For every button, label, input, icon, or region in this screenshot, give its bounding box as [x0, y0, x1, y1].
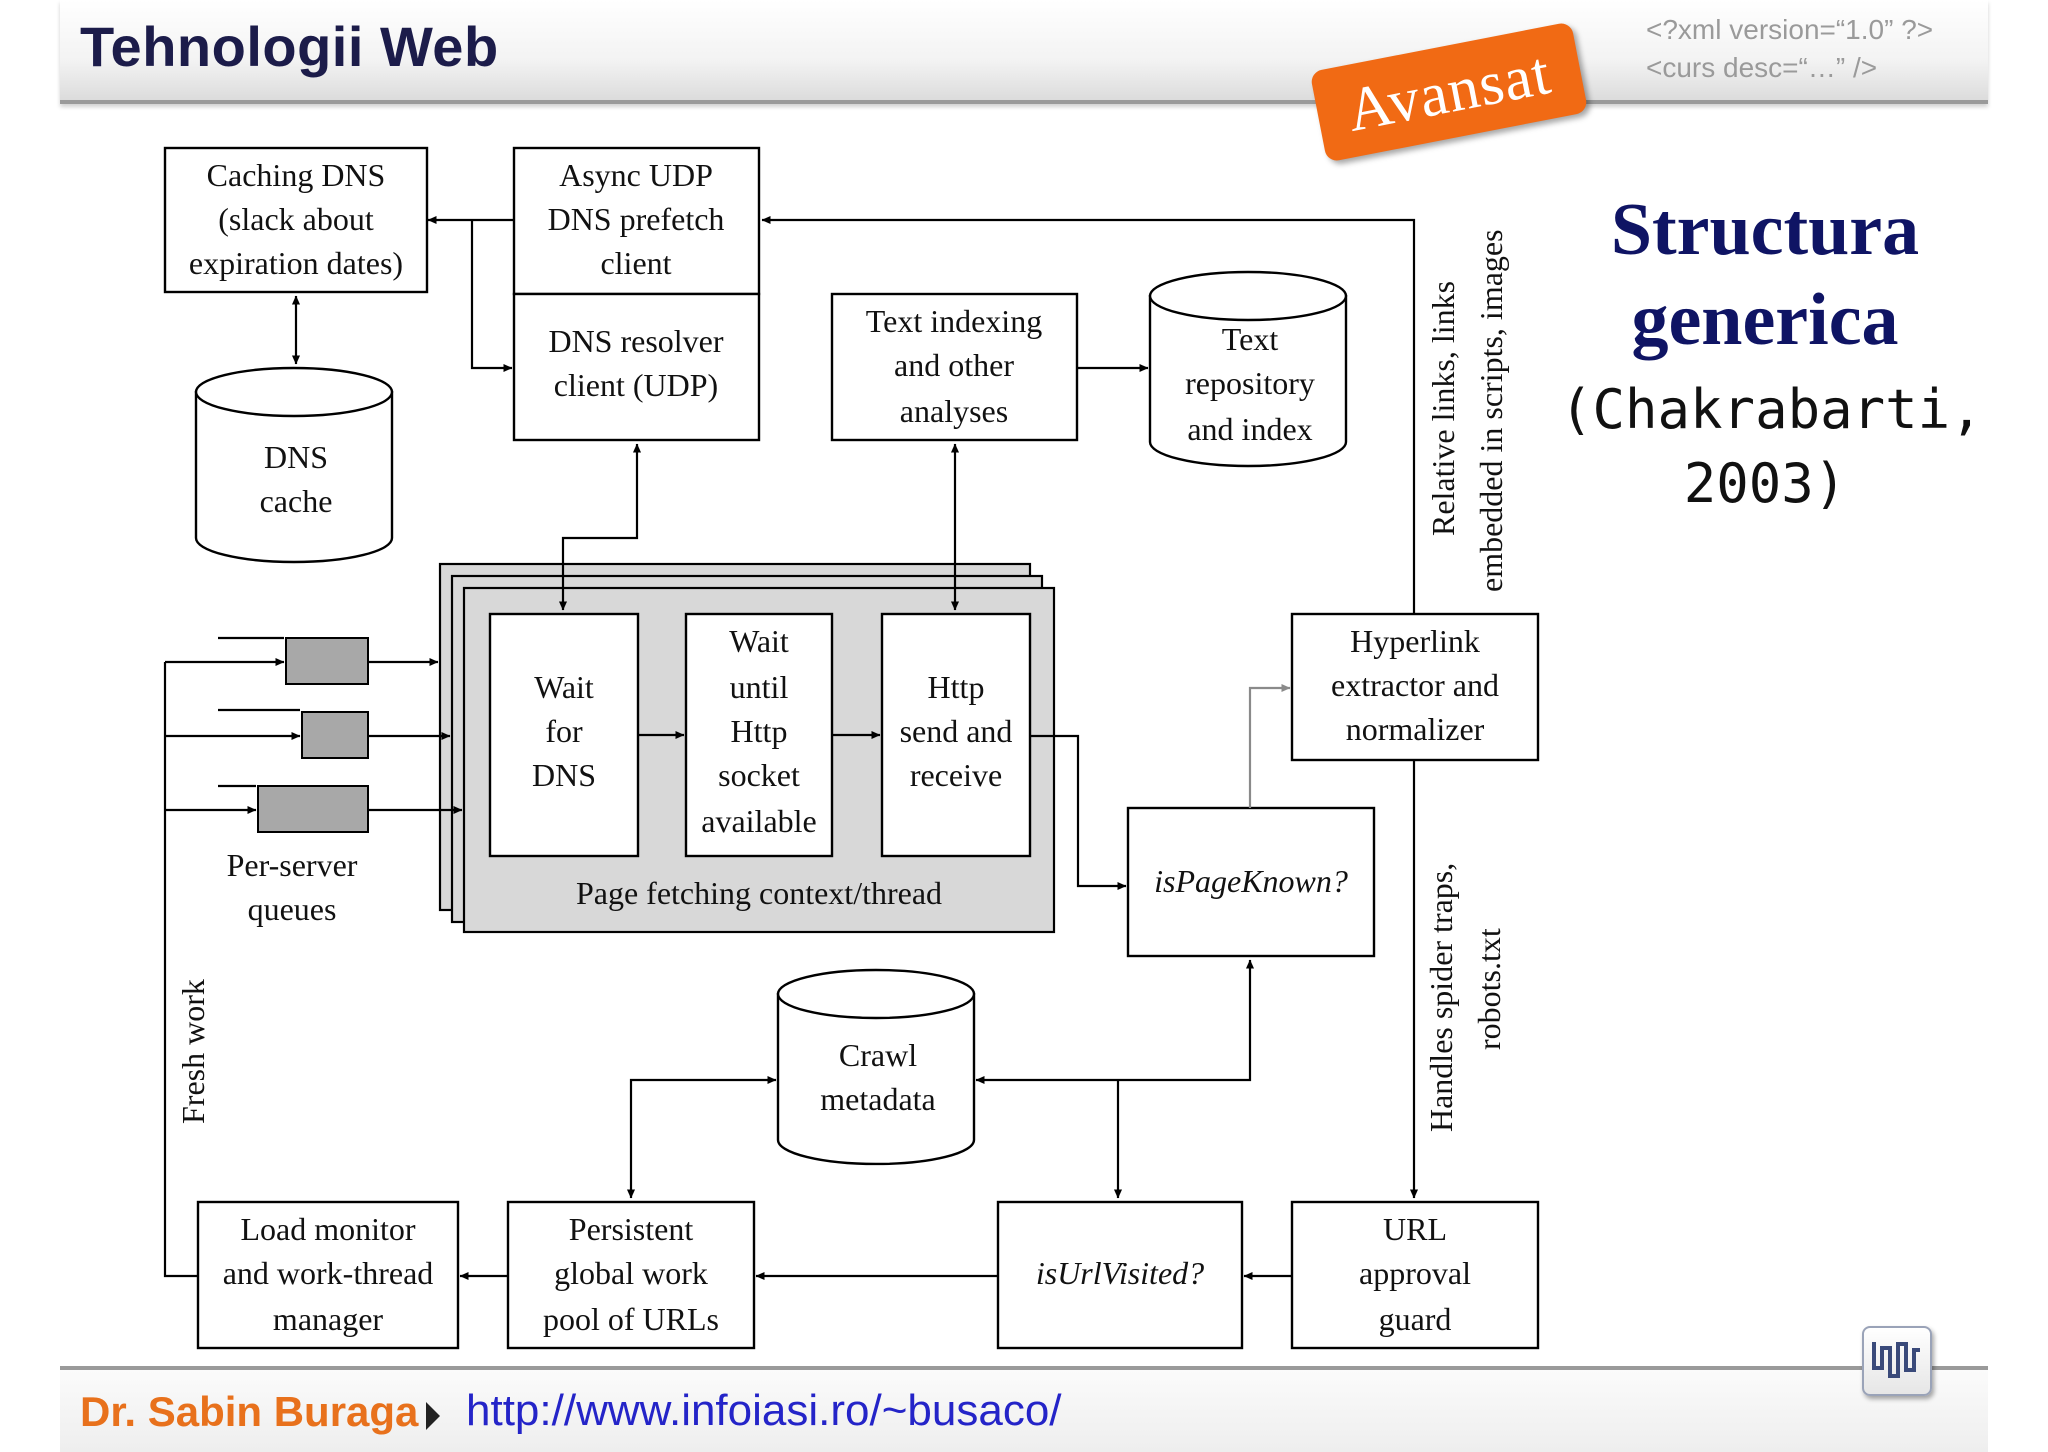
per-server-queues-line1: Per-server — [227, 847, 358, 883]
arrow-links-to-async — [761, 215, 1416, 614]
text-indexing-line3: analyses — [900, 393, 1008, 429]
text-repository-line2: repository — [1185, 365, 1315, 401]
async-udp-line1: Async UDP — [559, 157, 713, 193]
is-url-visited-box: isUrlVisited? — [996, 1200, 1244, 1350]
wait-dns-line1: Wait — [534, 669, 594, 705]
text-indexing-box: Text indexing and other analyses — [830, 292, 1079, 442]
wait-socket-line4: socket — [718, 757, 800, 793]
async-udp-line3: client — [600, 245, 671, 281]
url-guard-line2: approval — [1359, 1255, 1471, 1291]
connector-lines — [163, 215, 1419, 1281]
dns-resolver-line1: DNS resolver — [548, 323, 723, 359]
crawl-metadata-line1: Crawl — [839, 1037, 917, 1073]
hyperlink-extractor-box: Hyperlink extractor and normalizer — [1290, 612, 1540, 762]
fresh-work-line — [163, 662, 198, 1278]
citation-line1: (Chakrabarti, — [1560, 378, 1983, 441]
xml-declaration-line: <?xml version=“1.0” ?> — [1646, 14, 1934, 45]
url-guard-line3: guard — [1379, 1301, 1452, 1337]
url-approval-guard-box: URL approval guard — [1290, 1200, 1540, 1350]
caching-dns-line2: (slack about — [218, 201, 374, 237]
load-monitor-line1: Load monitor — [240, 1211, 415, 1247]
text-repository-cylinder: Text repository and index — [1148, 270, 1348, 468]
footer-arrow-icon — [426, 1402, 440, 1430]
http-send-box: Http send and receive — [880, 612, 1032, 858]
slide-title-line2: generica — [1631, 279, 1899, 361]
wait-socket-line3: Http — [731, 713, 788, 749]
dns-cache-cylinder: DNS cache — [194, 366, 394, 564]
header-bar — [60, 0, 1988, 104]
arrow-http-pageknown — [1030, 734, 1127, 891]
wait-socket-line1: Wait — [729, 623, 789, 659]
dns-resolver-box: DNS resolver client (UDP) — [512, 292, 761, 442]
dns-cache-line1: DNS — [264, 439, 328, 475]
text-indexing-line2: and other — [894, 347, 1014, 383]
w3-logo-glyph — [1872, 1342, 1920, 1378]
text-indexing-line1: Text indexing — [866, 303, 1042, 339]
wait-dns-line3: DNS — [532, 757, 596, 793]
arrow-pool-metadata — [626, 1075, 777, 1199]
async-udp-box: Async UDP DNS prefetch client — [512, 146, 761, 296]
course-title: Tehnologii Web — [80, 15, 499, 78]
dns-resolver-line2: client (UDP) — [554, 367, 718, 403]
footer-bar — [60, 1366, 1988, 1452]
course-descriptor-line: <curs desc=“…” /> — [1646, 52, 1878, 83]
persistent-pool-box: Persistent global work pool of URLs — [506, 1200, 756, 1350]
arrow-metadata-pageknown — [1118, 959, 1255, 1082]
persistent-pool-line2: global work — [554, 1255, 708, 1291]
load-monitor-line2: and work-thread — [223, 1255, 434, 1291]
citation-line2: 2003) — [1683, 452, 1847, 515]
crawl-metadata-cylinder: Crawl metadata — [776, 968, 976, 1166]
load-monitor-box: Load monitor and work-thread manager — [196, 1200, 460, 1350]
author-homepage-link[interactable]: http://www.infoiasi.ro/~busaco/ — [466, 1386, 1062, 1435]
hyperlink-extractor-line2: extractor and — [1331, 667, 1499, 703]
w3-logo-icon — [1862, 1326, 1932, 1396]
wait-socket-line5: available — [701, 803, 816, 839]
crawl-metadata-line2: metadata — [820, 1081, 935, 1117]
arrow-to-dns-resolver — [470, 220, 513, 373]
per-server-queues: Per-server queues — [227, 637, 369, 927]
caching-dns-box: Caching DNS (slack about expiration date… — [163, 146, 429, 294]
handles-traps-line1: Handles spider traps, — [1423, 863, 1459, 1132]
persistent-pool-line1: Persistent — [569, 1211, 694, 1247]
caching-dns-line1: Caching DNS — [207, 157, 386, 193]
persistent-pool-line3: pool of URLs — [543, 1301, 719, 1337]
http-send-line1: Http — [928, 669, 985, 705]
is-page-known-label: isPageKnown? — [1154, 863, 1348, 899]
author-name: Dr. Sabin Buraga — [80, 1388, 419, 1435]
caching-dns-line3: expiration dates) — [189, 245, 403, 281]
wait-socket-box: Wait until Http socket available — [684, 612, 834, 858]
text-repository-line1: Text — [1222, 321, 1279, 357]
async-udp-line2: DNS prefetch — [548, 201, 725, 237]
arrow-resolver-waitdns — [558, 443, 642, 611]
relative-links-line2: embedded in scripts, images — [1473, 229, 1509, 592]
per-server-queues-line2: queues — [248, 891, 337, 927]
dns-cache-line2: cache — [260, 483, 333, 519]
hyperlink-extractor-line1: Hyperlink — [1350, 623, 1480, 659]
page-fetching-label: Page fetching context/thread — [576, 875, 942, 911]
arrow-pageknown-hyperlink — [1248, 683, 1291, 808]
hyperlink-extractor-line3: normalizer — [1346, 711, 1485, 747]
http-send-line2: send and — [900, 713, 1013, 749]
wait-dns-box: Wait for DNS — [488, 612, 640, 858]
url-guard-line1: URL — [1383, 1211, 1447, 1247]
is-url-visited-label: isUrlVisited? — [1036, 1255, 1204, 1291]
handles-traps-line2: robots.txt — [1471, 928, 1507, 1050]
fresh-work-label: Fresh work — [175, 979, 211, 1124]
relative-links-line1: Relative links, links — [1425, 281, 1461, 536]
load-monitor-line3: manager — [273, 1301, 384, 1337]
wait-socket-line2: until — [730, 669, 789, 705]
is-page-known-box: isPageKnown? — [1126, 806, 1376, 958]
text-repository-line3: and index — [1187, 411, 1312, 447]
http-send-line3: receive — [910, 757, 1002, 793]
slide-title-line1: Structura — [1610, 189, 1920, 271]
wait-dns-line2: for — [545, 713, 583, 749]
